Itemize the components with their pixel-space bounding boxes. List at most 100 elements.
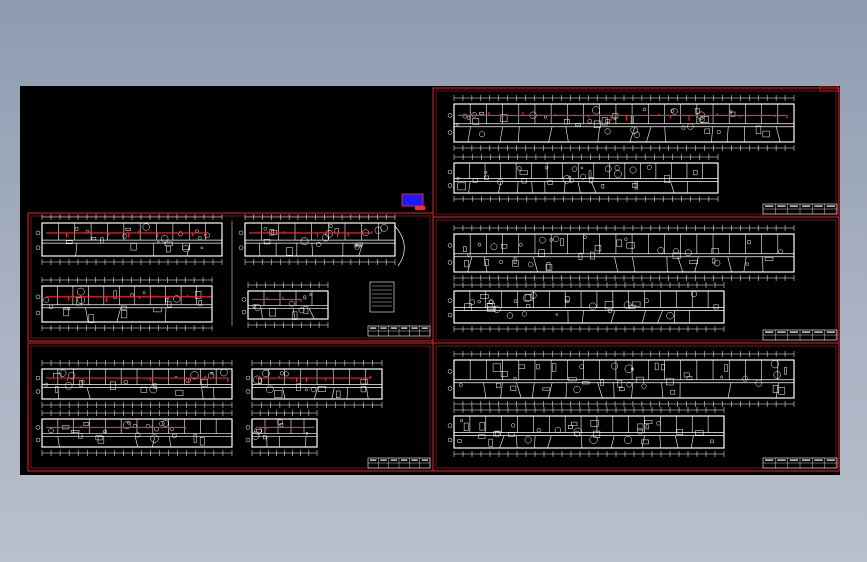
fixture [182,243,190,250]
fixture [204,232,210,239]
fixture [471,112,477,118]
fixture [380,224,388,232]
fixture [568,377,577,382]
floor-plan [245,410,318,456]
title-text-line [777,459,786,461]
fixture [463,246,467,252]
fixture [634,181,638,190]
fixture [292,311,298,320]
fixture [303,295,307,300]
partition-wall [331,387,335,400]
fixture [773,371,781,379]
exterior-wall [41,222,223,257]
exterior-wall [251,418,318,448]
fixture [614,170,622,178]
fixture [142,223,150,231]
fixture [160,235,169,243]
fixture [490,243,498,251]
fixture [549,238,553,242]
sheet-frame [27,342,434,472]
axis-bubble [35,425,41,430]
fixture [478,131,485,138]
fixture [462,113,468,119]
partition-wall [581,310,584,324]
fixture [691,291,698,298]
fixture [165,297,168,302]
fixture [103,430,107,433]
fixture [642,107,647,112]
fixture [153,307,162,313]
fixture [711,248,719,255]
fixture [274,390,283,398]
fixture [309,293,312,296]
fixture [636,376,644,383]
fixture [122,233,128,239]
fixture [695,430,704,436]
fixture [159,420,165,427]
partition-wall [282,387,286,400]
partition-wall [743,256,747,273]
fixture [604,301,614,310]
title-text-line [401,327,408,329]
title-text-line [802,331,811,333]
partition-wall [483,382,487,399]
floor-plan [447,407,725,457]
cad-drawing-canvas[interactable] [20,86,840,475]
sheet-marker [401,193,425,210]
fixture [182,245,190,253]
fixture [472,178,478,183]
axis-bubble [245,389,251,394]
partition-wall [664,126,666,143]
title-text-line [814,331,823,333]
partition-wall [292,308,296,320]
fixture [493,431,500,437]
fixture [600,378,604,386]
title-text-line [802,459,811,461]
fixture [704,128,710,134]
fixture [519,243,523,247]
fixture [469,299,475,306]
partition-wall [261,308,263,320]
partition-wall [548,382,553,399]
fixture [513,256,517,265]
fixture [676,429,683,435]
fixture [521,311,527,317]
pipe-route [46,375,229,383]
title-text-line [421,327,428,329]
fixture [660,364,665,371]
fixture [724,364,728,372]
partition-wall [86,387,91,400]
fixture [745,262,749,266]
fixture [165,245,171,253]
partition-wall [563,181,566,194]
fixture [764,257,774,262]
partition-wall [134,436,139,448]
fixture [528,261,534,268]
fixture [251,431,260,440]
fixture [632,301,641,307]
fixture [538,249,545,257]
fixture [762,130,770,138]
fixture [710,439,714,444]
fixture [360,386,367,393]
partition-wall [661,382,664,399]
fixture [43,296,50,303]
fixture [555,313,559,316]
cad-viewport[interactable] [20,86,840,475]
fixture [573,385,581,394]
title-text-line [789,459,798,461]
title-text-line [370,459,377,461]
title-block [367,325,431,337]
partition-wall [659,435,661,449]
fixture [478,434,486,439]
axis-bubble [238,245,244,250]
title-text-line [380,459,387,461]
fixture [636,428,644,435]
fixture [604,128,611,135]
fixture [360,379,368,385]
fixture [477,242,482,247]
exterior-wall [453,103,795,143]
fixture [694,108,700,114]
fixture [499,260,504,264]
fixture [142,291,146,295]
